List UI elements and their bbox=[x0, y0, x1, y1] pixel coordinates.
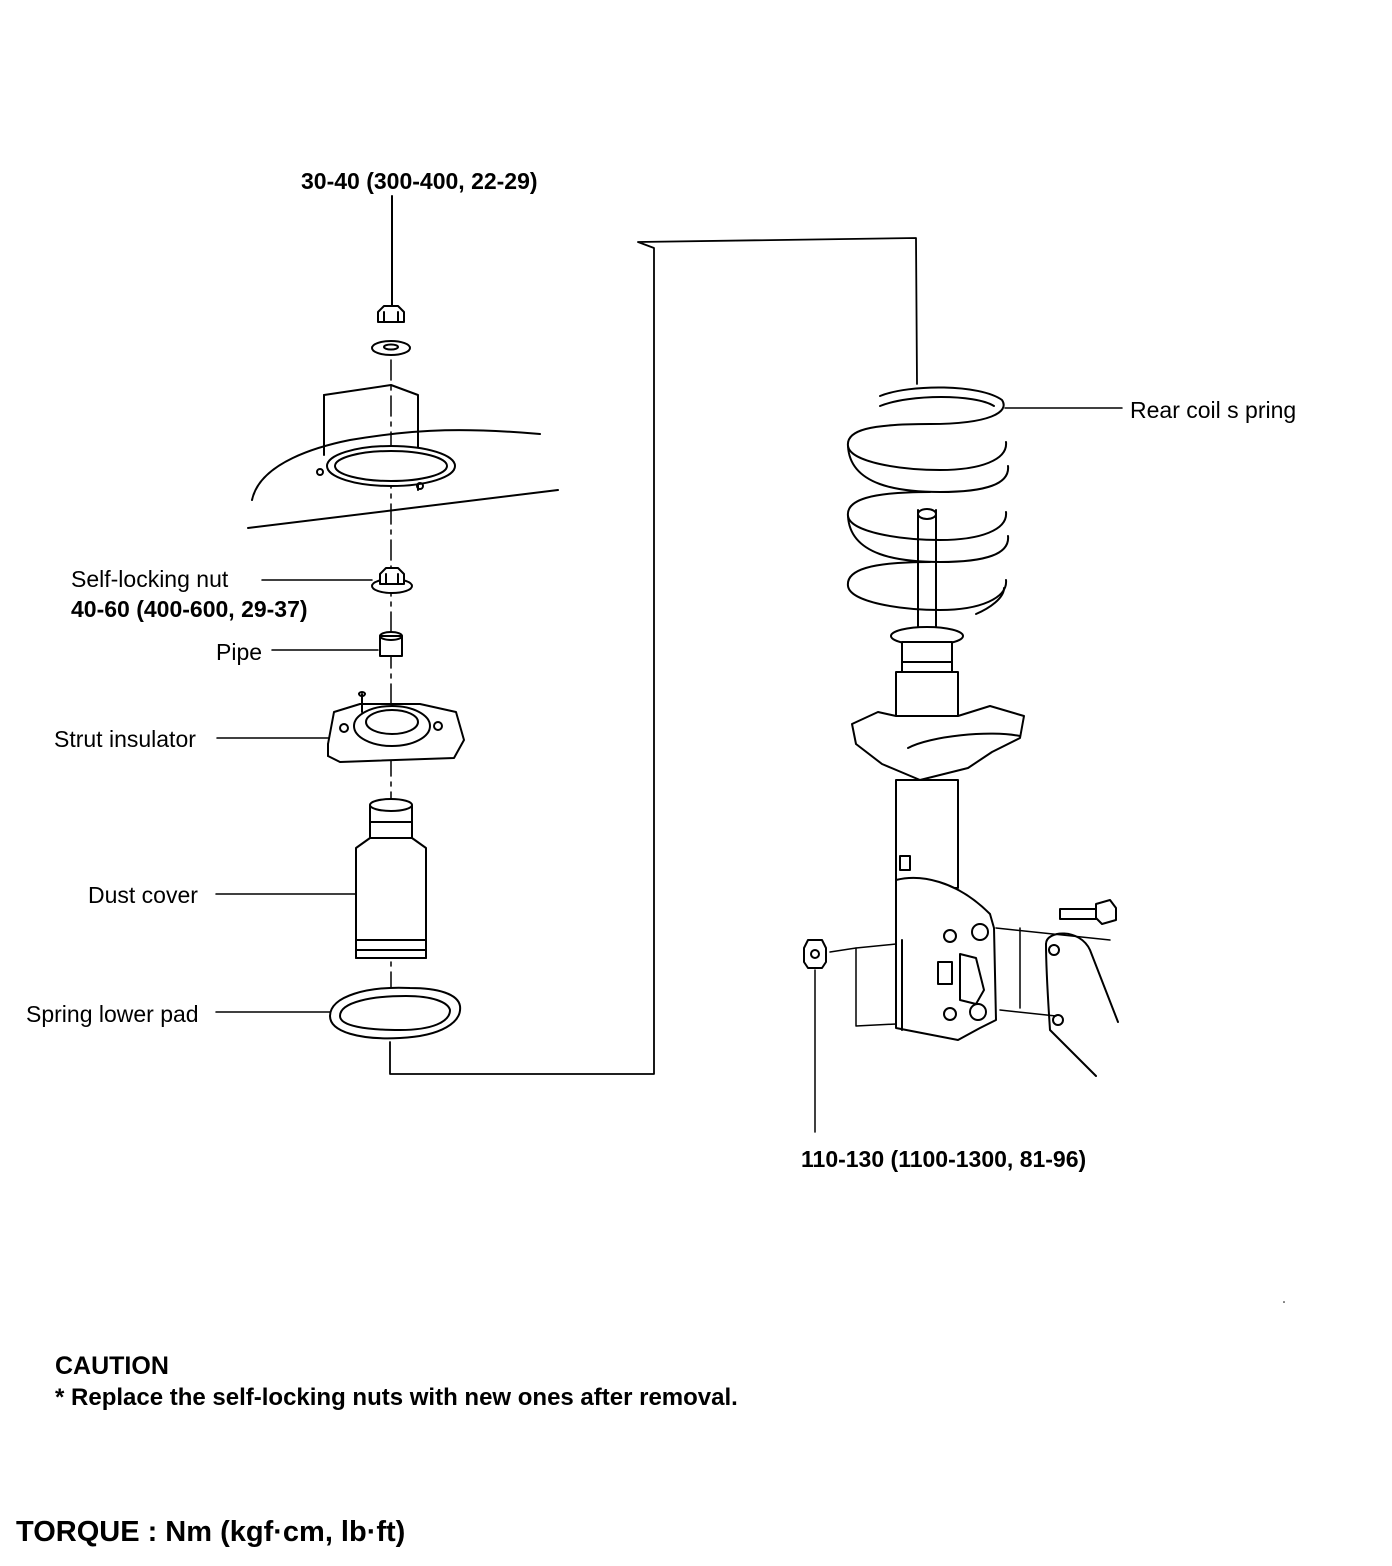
top-nut bbox=[377, 305, 405, 323]
knuckle-bolt-torque-label: 110-130 (1100-1300, 81-96) bbox=[801, 1146, 1087, 1172]
self-locking-nut-torque-label: 40-60 (400-600, 29-37) bbox=[71, 596, 308, 622]
strut-rod bbox=[917, 508, 937, 631]
strut-insulator-label: Strut insulator bbox=[54, 726, 196, 752]
rear-coil-spring bbox=[846, 386, 1010, 615]
body-panel bbox=[247, 384, 559, 529]
knuckle-nut bbox=[803, 939, 827, 969]
spring-lower-pad bbox=[329, 986, 462, 1040]
self-locking-nut-label: Self-locking nut bbox=[71, 566, 229, 592]
knuckle-bolt bbox=[1059, 899, 1117, 925]
steering-knuckle bbox=[995, 927, 1119, 1077]
pipe-label: Pipe bbox=[216, 639, 263, 665]
dust-cover-label: Dust cover bbox=[88, 882, 198, 908]
strut-insulator bbox=[327, 691, 465, 763]
torque-units-note: TORQUE : Nm (kgf·cm, lb·ft) bbox=[16, 1516, 406, 1548]
dust-cover bbox=[355, 798, 427, 959]
spring-lower-pad-label: Spring lower pad bbox=[26, 1001, 199, 1027]
knuckle-nut-guide-lower bbox=[855, 947, 897, 1027]
connector-line bbox=[389, 237, 918, 1075]
caution-title: CAUTION bbox=[55, 1352, 169, 1380]
knuckle-nut-guide-upper bbox=[829, 943, 897, 953]
pipe bbox=[379, 631, 403, 657]
top-washer bbox=[371, 340, 411, 356]
self-locking-nut bbox=[371, 567, 413, 594]
strut-body bbox=[851, 626, 1025, 1041]
top-nut-torque-label: 30-40 (300-400, 22-29) bbox=[301, 168, 538, 194]
caution-text: * Replace the self-locking nuts with new… bbox=[55, 1384, 738, 1411]
rear-coil-spring-label: Rear coil s pring bbox=[1130, 397, 1297, 423]
stray-mark bbox=[1283, 1301, 1285, 1303]
